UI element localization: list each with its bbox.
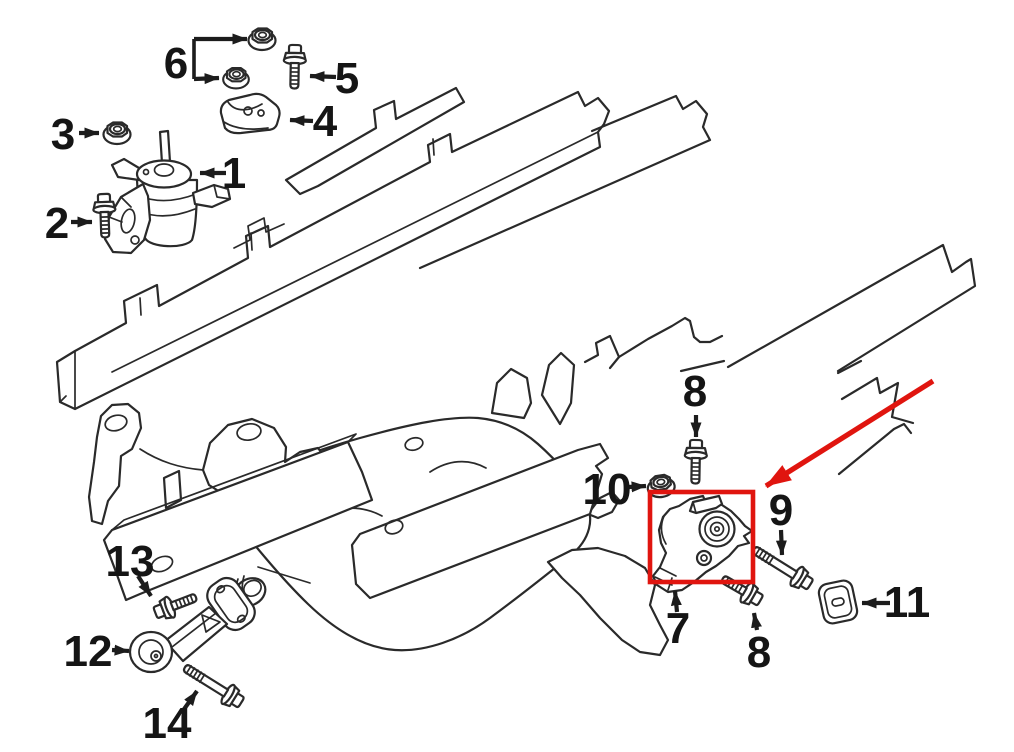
- callout-label-1: 1: [222, 149, 246, 198]
- callout-label-3: 3: [51, 110, 75, 159]
- part-4-stopper-bracket: [219, 92, 281, 135]
- callout-label-2: 2: [45, 199, 69, 248]
- part-6-flange-nut-a: [247, 27, 277, 52]
- callout-labels: 6 5 3 4 1 2 8 10 9 7 8 11 13 12 14: [45, 39, 931, 748]
- highlight-arrow: [764, 378, 935, 489]
- part-3-flange-nut: [102, 121, 132, 146]
- callout-label-6: 6: [164, 39, 188, 88]
- part-8-bolt-bottom: [716, 568, 767, 612]
- frame-rail-line-art: [55, 86, 977, 476]
- part-5-bolt: [282, 43, 308, 90]
- callout-label-5: 5: [335, 54, 359, 103]
- callout-label-7: 7: [666, 604, 690, 653]
- part-8-bolt-top: [683, 438, 709, 485]
- callout-label-4: 4: [313, 97, 338, 146]
- callout-label-10: 10: [583, 465, 632, 514]
- part-12-torque-strut-mount: [128, 575, 267, 674]
- callout-label-8-bottom: 8: [747, 628, 771, 677]
- callout-label-11: 11: [884, 578, 931, 627]
- callout-label-14: 14: [143, 699, 192, 748]
- part-11-damper-plate: [817, 579, 859, 625]
- subframe-line-art: [87, 351, 670, 657]
- callout-label-13: 13: [106, 537, 155, 586]
- part-7-transmission-mount: [651, 494, 754, 594]
- part-1-engine-mount: [103, 129, 232, 255]
- part-6-flange-nut-b: [222, 66, 250, 90]
- callout-label-8-top: 8: [683, 367, 707, 416]
- highlight-box: [647, 489, 756, 585]
- callout-label-9: 9: [769, 486, 793, 535]
- part-13-bolt: [150, 585, 201, 625]
- callout-leader-arrows: [71, 33, 890, 714]
- callout-label-12: 12: [64, 627, 113, 676]
